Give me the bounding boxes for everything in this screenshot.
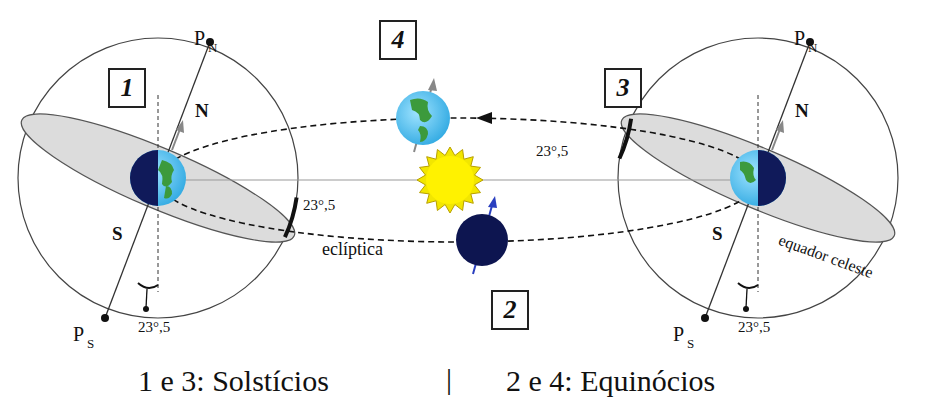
angle-label: 23°,5	[303, 198, 335, 213]
pole-subscript: N	[208, 41, 217, 54]
caption-separator: |	[446, 364, 452, 394]
angle-label: 23°,5	[738, 320, 770, 335]
angle-label: 23°,5	[536, 144, 568, 159]
callout-number: 4	[392, 27, 405, 53]
caption-text: 2 e 4: Equinócios	[506, 366, 715, 396]
angle-label: 23°,5	[138, 320, 170, 335]
callout-box: 1	[108, 68, 146, 108]
caption-text: 1 e 3: Solstícios	[138, 366, 329, 396]
callout-number: 3	[617, 75, 630, 101]
callout-number: 1	[121, 75, 134, 101]
axis-letter: N	[195, 101, 209, 120]
pole-letter: P	[794, 28, 805, 48]
callout-box: 2	[491, 290, 529, 330]
pole-letter: P	[673, 324, 684, 344]
pole-subscript: S	[87, 337, 94, 350]
axis-letter: S	[112, 224, 123, 243]
callout-box: 3	[604, 68, 642, 108]
ecliptic-label: eclíptica	[322, 240, 383, 258]
callout-number: 2	[504, 297, 517, 323]
pole-subscript: N	[808, 41, 817, 54]
pole-letter: P	[73, 324, 84, 344]
pole-letter: P	[194, 28, 205, 48]
axis-letter: N	[795, 101, 809, 120]
axis-letter: S	[712, 224, 723, 243]
pole-subscript: S	[687, 337, 694, 350]
callout-box: 4	[379, 20, 417, 60]
